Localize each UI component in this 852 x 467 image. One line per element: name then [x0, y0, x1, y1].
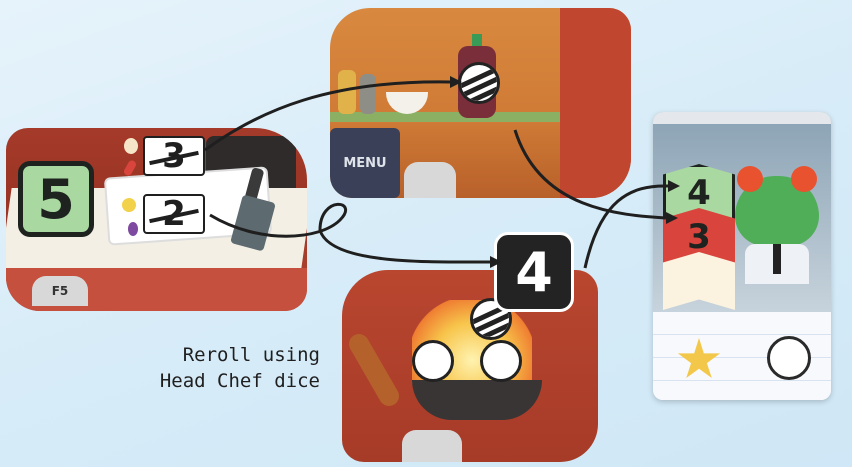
reroll-die[interactable]: 5: [18, 161, 94, 237]
bottle-grey: [360, 74, 376, 114]
menu-sign: MENU: [343, 156, 386, 171]
cleaver-icon: [236, 168, 280, 248]
frog-customer-icon: [735, 160, 819, 280]
ingredient-icon-eggplant: [128, 222, 138, 236]
window-panel: MENU: [330, 128, 400, 198]
window-frame: [653, 112, 831, 124]
wok: [412, 380, 542, 420]
caption-line-2: Head Chef dice: [150, 368, 320, 394]
ingredient-slot-empty-1[interactable]: [412, 340, 454, 382]
ingredient-slot-empty-2[interactable]: [480, 340, 522, 382]
customer-card[interactable]: 4 3: [653, 112, 831, 400]
rolling-pin: [345, 330, 402, 409]
card-tag-bottom: [402, 430, 462, 462]
bottle-yellow: [338, 70, 356, 114]
reroll-caption: Reroll using Head Chef dice: [150, 342, 320, 394]
ingredient-token-used[interactable]: [458, 62, 500, 104]
card-tag-top: [404, 162, 456, 198]
used-die-bottom[interactable]: 2: [143, 194, 205, 234]
tag-label: F5: [52, 284, 69, 298]
card-tag: F5: [32, 276, 88, 306]
bowl: [386, 92, 428, 114]
used-die-top[interactable]: 3: [143, 136, 205, 176]
plate-icon: [767, 336, 811, 380]
head-chef-die[interactable]: 4: [494, 232, 574, 312]
caption-line-1: Reroll using: [150, 342, 320, 368]
right-panel: [560, 8, 631, 198]
ingredient-icon-egg: [124, 138, 138, 154]
ingredient-icon-lemon: [122, 198, 136, 212]
